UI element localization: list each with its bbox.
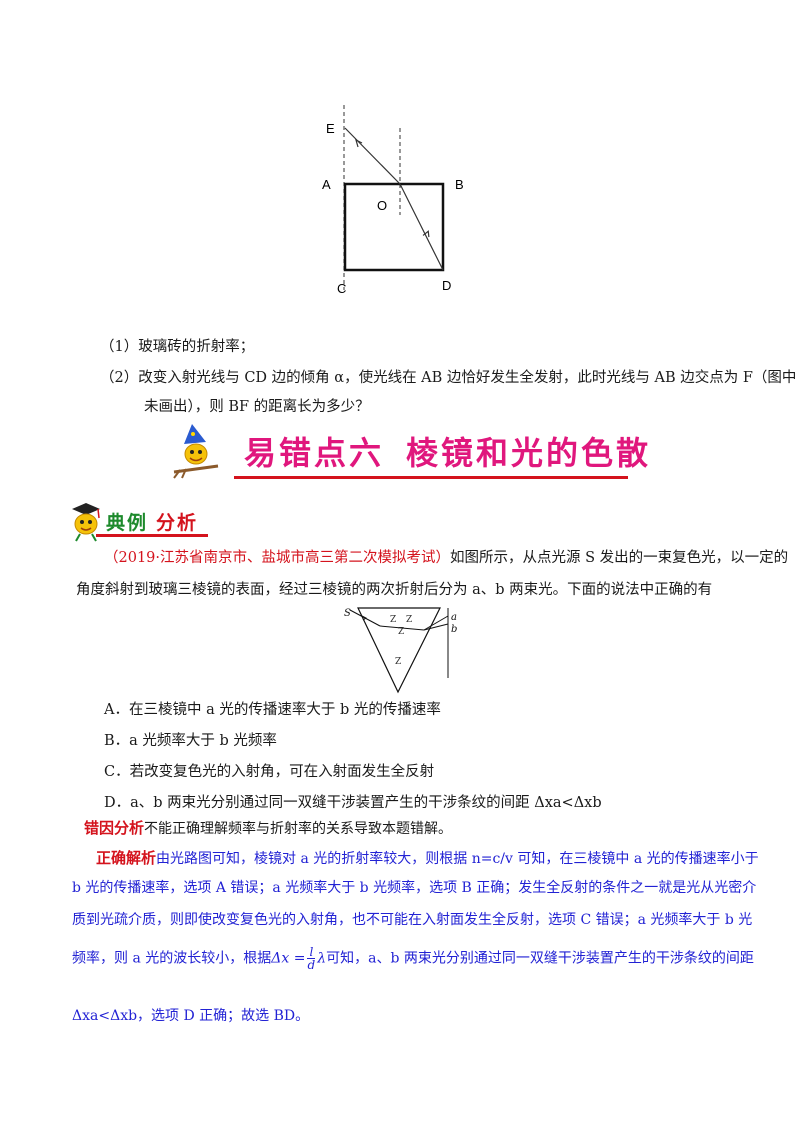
option-b: B．a 光频率大于 b 光频率 xyxy=(104,733,277,749)
problem-line-1: （2019·江苏省南京市、盐城市高三第二次模拟考试）如图所示，从点光源 S 发出… xyxy=(104,548,788,568)
label-a: a xyxy=(451,612,457,623)
correct-analysis-line-4-pre: 频率，则 a 光的波长较小，根据 xyxy=(72,950,272,967)
label-C: C xyxy=(337,281,346,296)
label-O: O xyxy=(377,198,387,213)
section-header-part-1: 典例 xyxy=(106,512,149,534)
question-1: （1）玻璃砖的折射率； xyxy=(100,339,255,355)
formula-rhs: λ xyxy=(317,950,327,967)
section-header: 典例分析 xyxy=(66,500,211,542)
error-analysis-text: 不能正确理解频率与折射率的关系导致本题错解。 xyxy=(144,821,453,837)
problem-text-line-2: 角度斜射到玻璃三棱镜的表面，经过三棱镜的两次折射后分为 a、b 两束光。下面的说… xyxy=(76,582,713,598)
section-banner: 易错点六棱镜和光的色散 xyxy=(172,420,648,482)
label-E: E xyxy=(326,121,335,136)
wizard-hat-mascot-icon xyxy=(173,424,219,479)
banner-title: 易错点六棱镜和光的色散 xyxy=(244,428,651,474)
error-analysis: 错因分析不能正确理解频率与折射率的关系导致本题错解。 xyxy=(84,818,452,839)
section-header-part-2: 分析 xyxy=(156,512,199,534)
problem-source: （2019·江苏省南京市、盐城市高三第二次模拟考试） xyxy=(104,550,451,566)
label-b: b xyxy=(451,624,457,635)
glass-brick-figure: E A B O C D xyxy=(322,105,464,296)
correct-analysis-line-1: 由光路图可知，棱镜对 a 光的折射率较大，则根据 n=c/v 可知，在三棱镜中 … xyxy=(156,851,759,867)
banner-title-part-2: 棱镜和光的色散 xyxy=(406,434,652,472)
svg-text:Z: Z xyxy=(398,627,404,637)
section-header-underline xyxy=(96,534,208,537)
formula-lhs: Δx = xyxy=(271,950,306,967)
label-S: S xyxy=(344,608,351,619)
graduate-cap-mascot-icon xyxy=(72,503,100,542)
option-a: A．在三棱镜中 a 光的传播速率大于 b 光的传播速率 xyxy=(104,702,441,718)
question-2-line-2: 未画出），则 BF 的距离长为多少？ xyxy=(144,399,370,415)
option-c: C．若改变复色光的入射角，可在入射面发生全反射 xyxy=(104,764,435,780)
label-D: D xyxy=(442,278,451,293)
svg-text:Z: Z xyxy=(406,615,412,625)
label-B: B xyxy=(455,177,464,192)
option-d: D．a、b 两束光分别通过同一双缝干涉装置产生的干涉条纹的间距 Δxa<Δxb xyxy=(104,795,602,811)
correct-analysis: 正确解析由光路图可知，棱镜对 a 光的折射率较大，则根据 n=c/v 可知，在三… xyxy=(72,848,759,1028)
correct-analysis-tag: 正确解析 xyxy=(96,849,157,867)
svg-text:Z: Z xyxy=(390,615,396,625)
formula-denominator: d xyxy=(307,958,316,972)
label-A: A xyxy=(322,177,331,192)
banner-title-part-1: 易错点六 xyxy=(244,434,385,472)
correct-analysis-line-3: 质到光疏介质，则即使改变复色光的入射角，也不可能在入射面发生全反射，选项 C 错… xyxy=(72,912,753,928)
formula-numerator: l xyxy=(307,945,316,959)
svg-text:Z: Z xyxy=(395,657,401,667)
banner-underline xyxy=(234,476,628,479)
correct-analysis-line-5: Δxa<Δxb，选项 D 正确；故选 BD。 xyxy=(72,1008,310,1024)
correct-analysis-line-4-post: 可知，a、b 两束光分别通过同一双缝干涉装置产生的干涉条纹的间距 xyxy=(326,950,754,967)
prism-figure: Z Z Z Z S a b xyxy=(344,607,457,694)
problem-text-line-1: 如图所示，从点光源 S 发出的一束复色光，以一定的 xyxy=(450,550,789,566)
error-analysis-tag: 错因分析 xyxy=(84,819,145,837)
question-2-line-1: （2）改变入射光线与 CD 边的倾角 α，使光线在 AB 边恰好发生全发射，此时… xyxy=(100,370,797,386)
correct-analysis-line-2: b 光的传播速率，选项 A 错误；a 光频率大于 b 光频率，选项 B 正确；发… xyxy=(72,880,757,896)
